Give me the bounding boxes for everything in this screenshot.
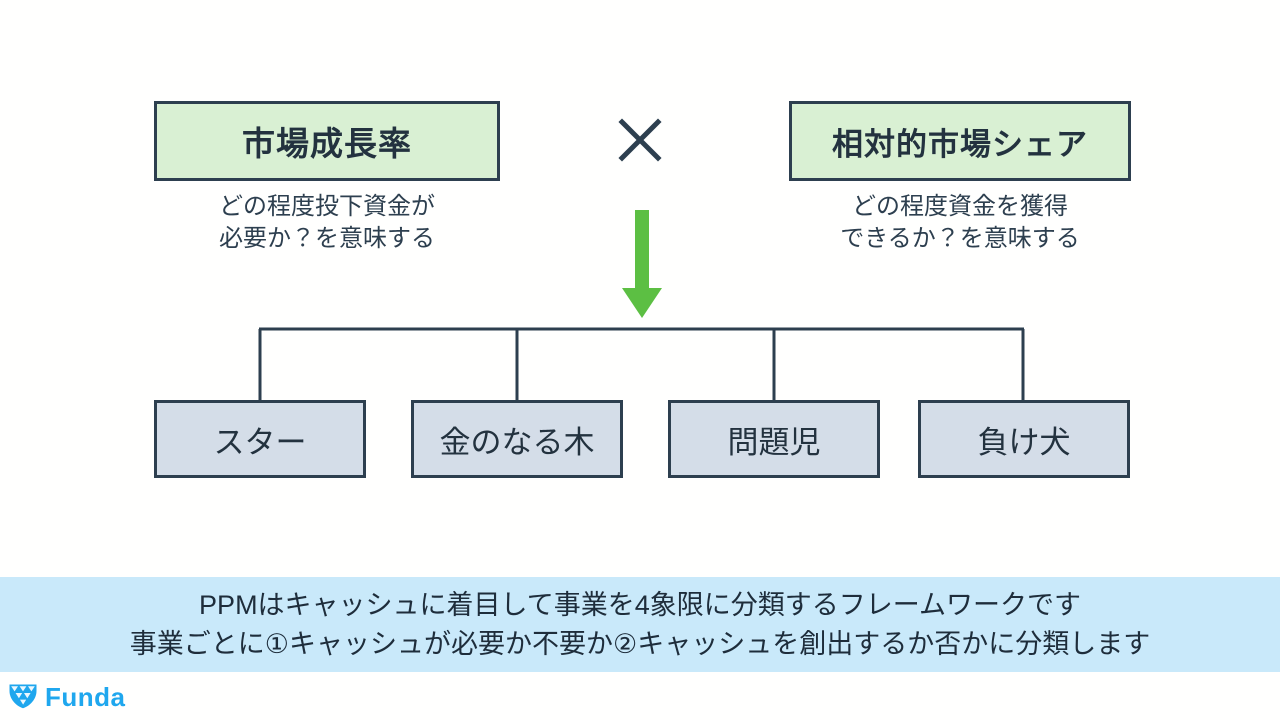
multiply-icon (618, 118, 662, 162)
concept-caption-market-growth-rate: どの程度投下資金が 必要か？を意味する (219, 193, 435, 253)
concept-box-market-growth-rate: 市場成長率 (154, 101, 500, 181)
caption-band-line-1: PPMはキャッシュに着目して事業を4象限に分類するフレームワークです (199, 590, 1081, 621)
quadrant-box-dog: 負け犬 (918, 400, 1130, 478)
quadrant-box-cash-cow: 金のなる木 (411, 400, 623, 478)
connector-tree (250, 322, 1040, 406)
quadrant-box-question-mark: 問題児 (668, 400, 880, 478)
quadrant-box-cash-cow-label: 金のなる木 (439, 424, 595, 460)
quadrant-box-star: スター (154, 400, 366, 478)
concept-box-market-growth-rate-label: 市場成長率 (242, 125, 412, 162)
caption-band-line-2: 事業ごとに①キャッシュが必要か不要か②キャッシュを創出するか否かに分類します (129, 628, 1151, 659)
quadrant-box-star-label: スター (213, 424, 307, 460)
quadrant-box-dog-label: 負け犬 (977, 424, 1071, 460)
concept-box-relative-market-share: 相対的市場シェア (789, 101, 1131, 181)
caption-band: PPMはキャッシュに着目して事業を4象限に分類するフレームワークです 事業ごとに… (0, 577, 1280, 672)
footer-logo: Funda (8, 681, 126, 714)
funda-wordmark: Funda (45, 682, 126, 712)
concept-box-relative-market-share-label: 相対的市場シェア (832, 126, 1088, 162)
quadrant-box-question-mark-label: 問題児 (727, 424, 821, 460)
concept-caption-relative-market-share: どの程度資金を獲得 できるか？を意味する (840, 193, 1080, 253)
down-arrow-icon (620, 210, 664, 320)
funda-gem-icon (8, 681, 38, 714)
